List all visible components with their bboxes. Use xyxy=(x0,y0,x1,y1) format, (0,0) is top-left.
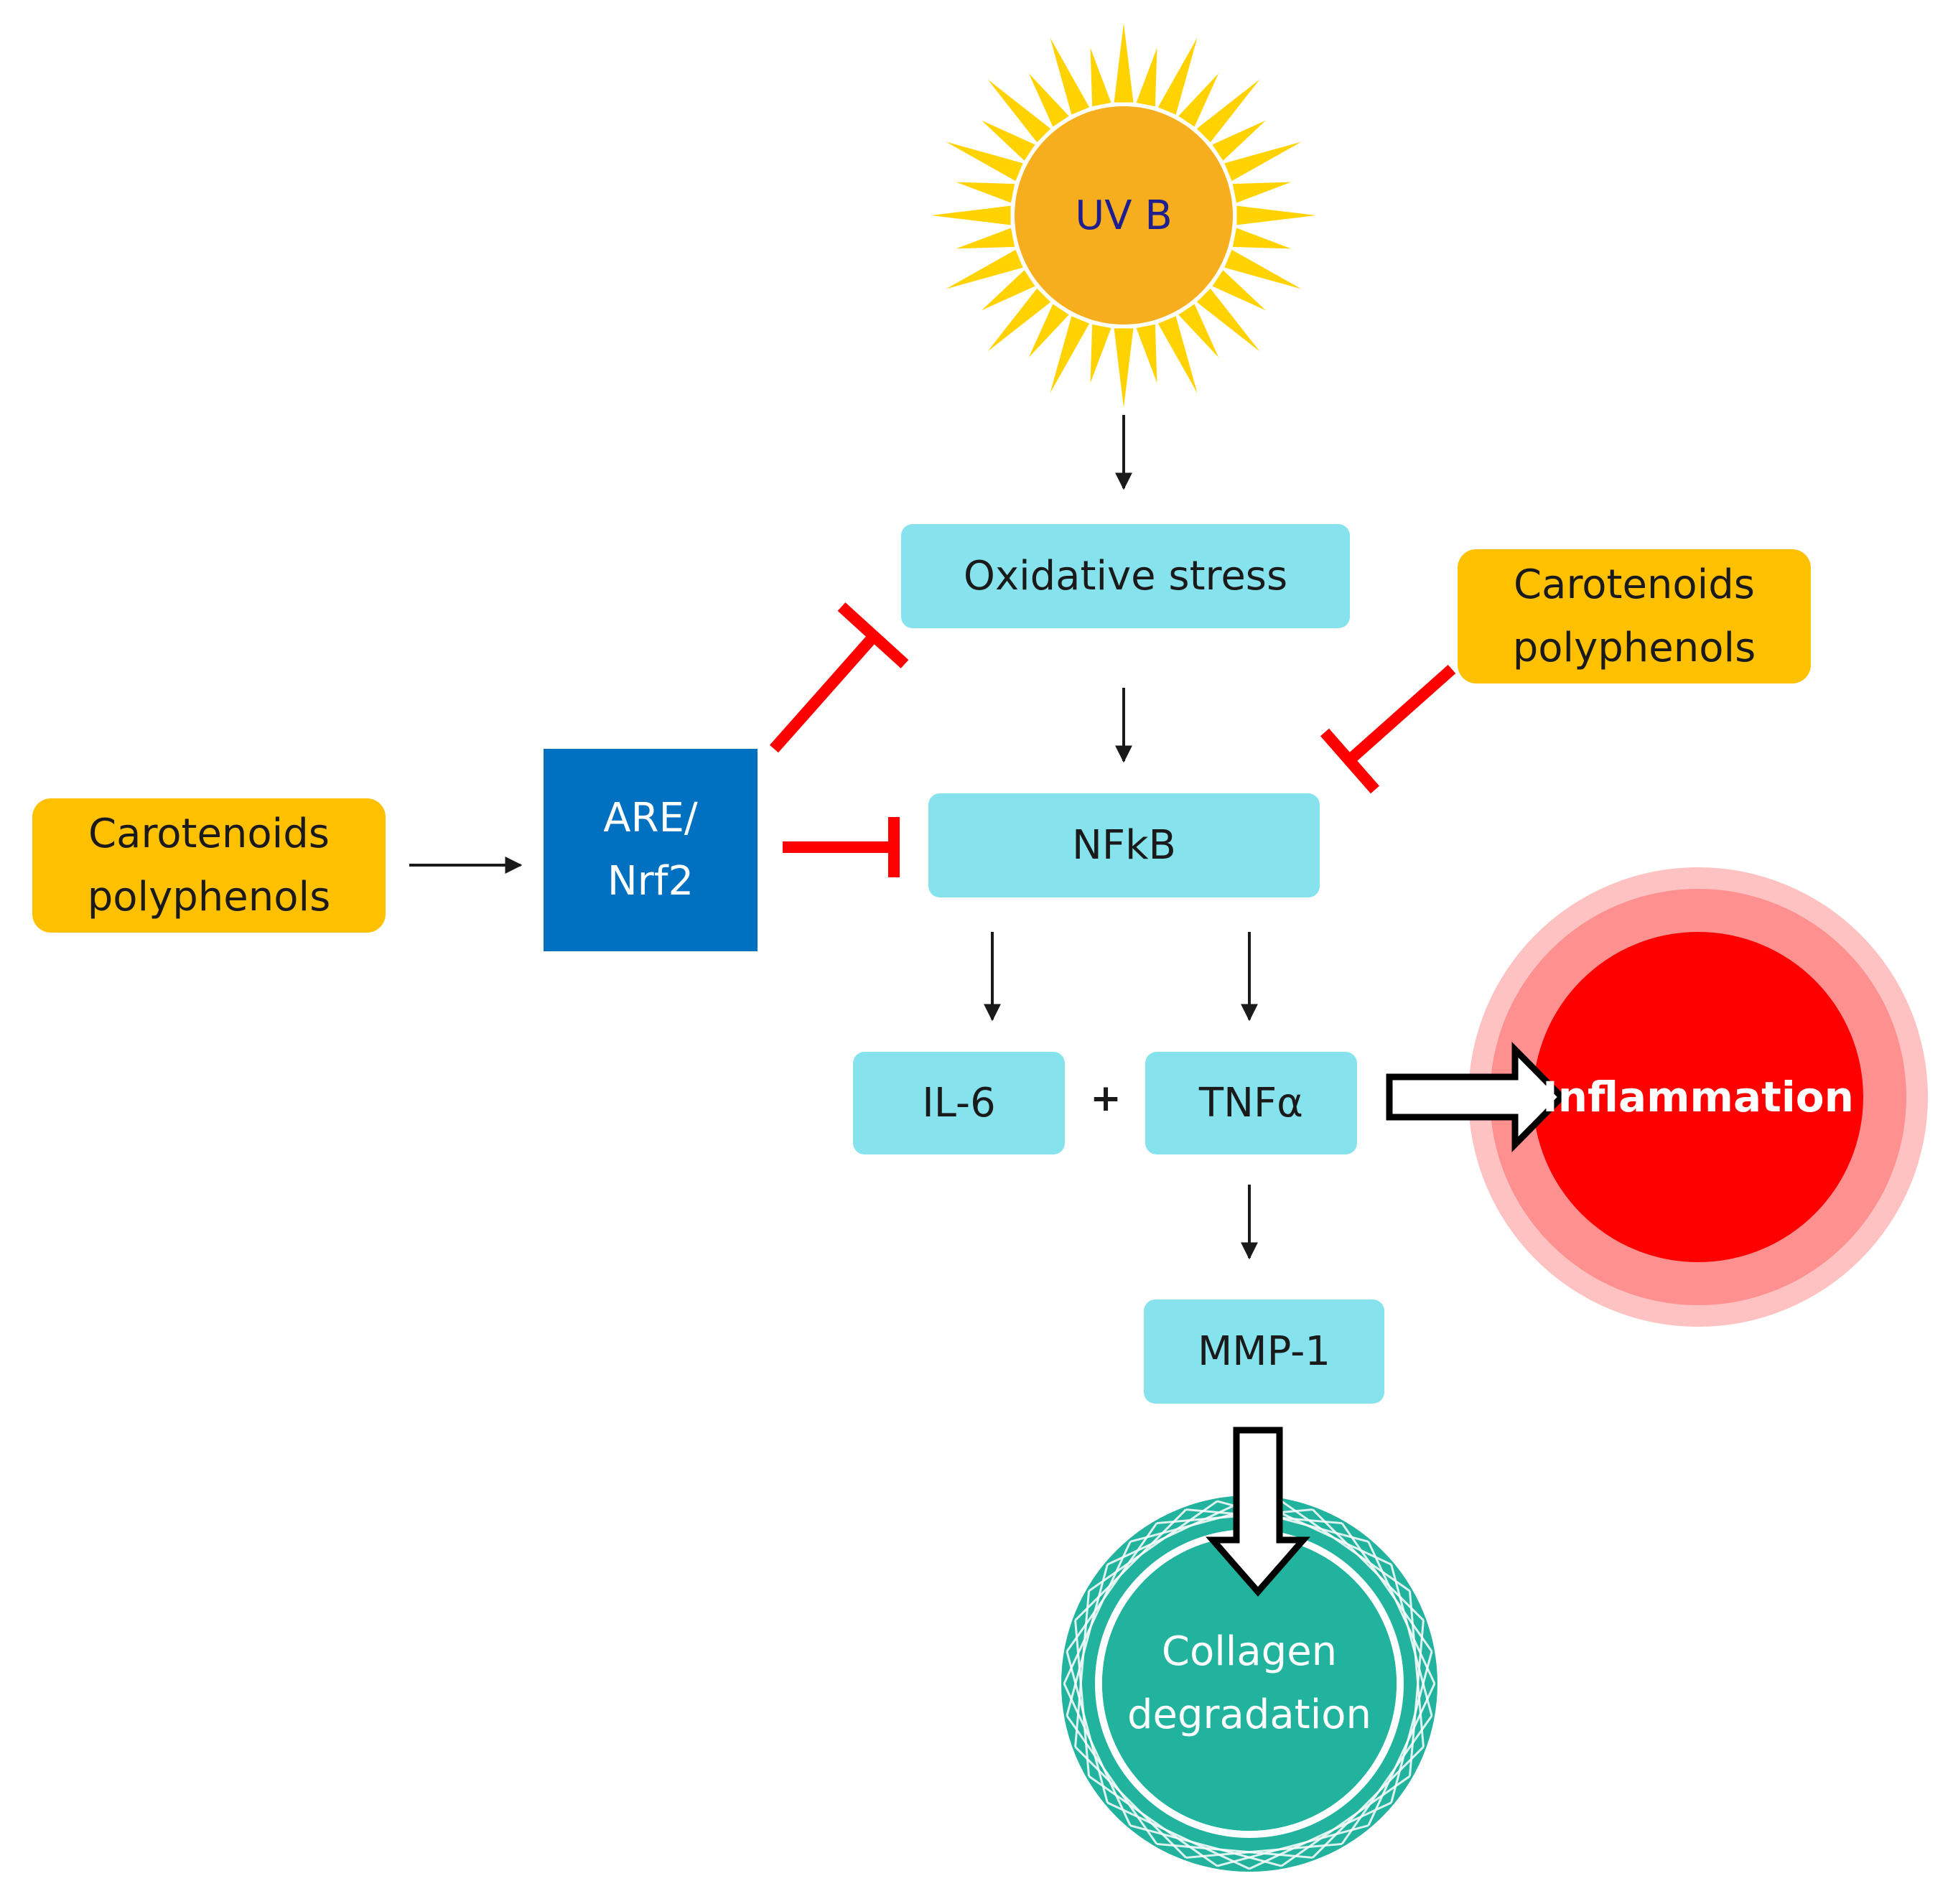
sun-ray xyxy=(1232,182,1292,203)
mesh-line xyxy=(1129,1824,1282,1867)
mesh-line xyxy=(1341,1714,1433,1845)
uvb-label: UV B xyxy=(1075,192,1173,239)
sun-ray xyxy=(1178,304,1219,358)
sun-ray xyxy=(1196,288,1260,352)
sun-ray xyxy=(1236,205,1316,225)
mesh-line xyxy=(1390,1564,1433,1717)
sun-ray xyxy=(1090,47,1111,107)
plus-sign: + xyxy=(1090,1077,1122,1120)
sun-ray xyxy=(946,141,1023,182)
sun-ray xyxy=(931,205,1011,225)
sun-ray xyxy=(1090,324,1111,383)
sun-ray xyxy=(956,182,1015,203)
mesh-line xyxy=(1066,1651,1109,1803)
il6-box: IL-6 xyxy=(853,1052,1065,1154)
sun-ray xyxy=(1232,228,1292,249)
sun-ray xyxy=(1028,73,1069,127)
mesh-line xyxy=(1074,1746,1187,1859)
sun-ray xyxy=(1196,79,1260,143)
sun-ray xyxy=(1136,47,1157,107)
sun-ray xyxy=(1212,270,1266,311)
nfkb-box: NFkB xyxy=(928,793,1320,897)
sun-ray xyxy=(1028,304,1069,358)
arrow-mmp1-to-collagen xyxy=(1206,1427,1310,1597)
mesh-line xyxy=(1367,1683,1436,1826)
mesh-line xyxy=(1088,1500,1218,1592)
inflammation-circle xyxy=(1468,867,1928,1327)
oxidative-stress-box: Oxidative stress xyxy=(901,524,1350,628)
sun-ray xyxy=(1136,324,1157,383)
sun-ray xyxy=(1224,249,1302,289)
mesh-line xyxy=(1312,1508,1425,1621)
sun-ray xyxy=(982,120,1035,161)
mesh-line xyxy=(1156,1842,1313,1859)
tnfa-box: TNFα xyxy=(1145,1052,1357,1154)
mesh-line xyxy=(1074,1590,1091,1747)
sun-ray xyxy=(1114,23,1134,103)
mesh-line xyxy=(1074,1620,1091,1777)
sun-ray xyxy=(1114,328,1134,408)
sun-icon xyxy=(931,23,1316,408)
mmp1-box: MMP-1 xyxy=(1144,1299,1384,1404)
carotenoids-polyphenols-left: Carotenoids polyphenols xyxy=(32,798,386,933)
mesh-line xyxy=(1312,1746,1425,1859)
mesh-line xyxy=(1390,1651,1433,1803)
are-nrf2-box: ARE/ Nrf2 xyxy=(544,749,758,951)
mesh-line xyxy=(1280,1500,1411,1592)
mesh-line xyxy=(1066,1522,1158,1653)
mesh-line xyxy=(1066,1564,1109,1717)
mesh-line xyxy=(1074,1508,1187,1621)
mesh-line xyxy=(1063,1541,1132,1684)
sun-ray xyxy=(1212,120,1266,161)
mesh-line xyxy=(1088,1775,1218,1867)
mesh-line xyxy=(1216,1824,1369,1867)
sun-ray xyxy=(987,288,1051,352)
inhibit-nrf2-nfkb xyxy=(783,817,900,877)
sun-rays xyxy=(931,23,1316,408)
mesh-line xyxy=(1367,1541,1436,1684)
mesh-line xyxy=(1106,1497,1250,1566)
mesh-line xyxy=(1106,1801,1250,1870)
sun-core xyxy=(1015,106,1233,325)
sun-ray xyxy=(1050,37,1090,115)
sun-ray xyxy=(946,249,1023,289)
mesh-line xyxy=(1063,1683,1132,1826)
collagen-circle xyxy=(1061,1495,1437,1872)
sun-ray xyxy=(1157,316,1198,393)
sun-ray xyxy=(1050,316,1090,393)
inhibit-carotenoids-nfkb xyxy=(1320,665,1456,794)
sun-ray xyxy=(987,79,1051,143)
arrow-tnfa-to-inflammation xyxy=(1386,1042,1567,1152)
inhibit-nrf2-oxidative xyxy=(770,602,909,753)
inflammation-label: Inflammation xyxy=(1542,1073,1854,1121)
sun-ray xyxy=(1157,37,1198,115)
mesh-line xyxy=(1408,1620,1425,1777)
mesh-line xyxy=(1280,1775,1411,1867)
collagen-degradation-label: Collagen degradation xyxy=(1127,1628,1372,1738)
sun-ray xyxy=(1178,73,1219,127)
mesh-line xyxy=(1408,1590,1425,1747)
sun-ray xyxy=(982,270,1035,311)
mesh-line xyxy=(1249,1801,1392,1870)
carotenoids-polyphenols-right: Carotenoids polyphenols xyxy=(1458,549,1811,683)
mesh-line xyxy=(1066,1714,1158,1845)
mesh-line xyxy=(1341,1522,1433,1653)
sun-ray xyxy=(1224,141,1302,182)
sun-ray xyxy=(956,228,1015,249)
mesh-line xyxy=(1185,1842,1343,1859)
